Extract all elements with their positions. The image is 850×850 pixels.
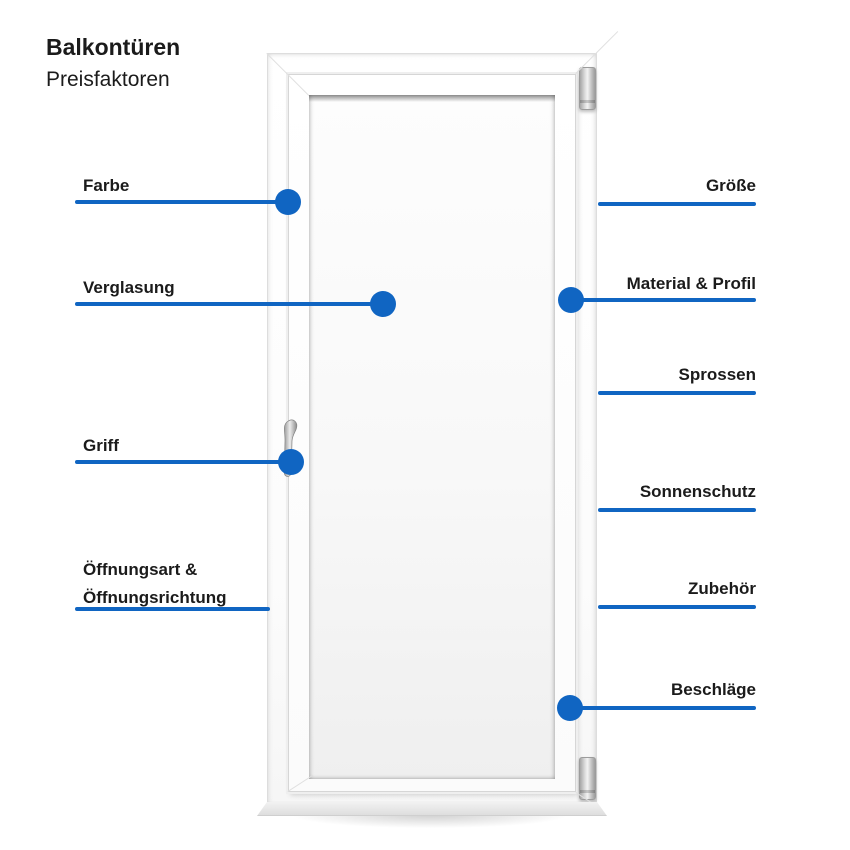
callout-label-line2: Öffnungsrichtung [83,588,227,607]
door-glass-pane [309,95,555,779]
door-sill [257,802,607,816]
callout-dot-beschlaege [557,695,583,721]
door-hinge-bottom [579,757,596,800]
callout-label-material-profil: Material & Profil [626,274,756,293]
title-block: Balkontüren Preisfaktoren [46,33,180,93]
callout-dot-material-profil [558,287,584,313]
page-subtitle: Preisfaktoren [46,68,170,91]
callout-dot-verglasung [370,291,396,317]
callout-line-material-profil [571,298,756,302]
callout-label-sonnenschutz: Sonnenschutz [639,482,756,501]
callout-label-verglasung: Verglasung [83,278,175,297]
page-title: Balkontüren [46,34,181,60]
callout-line-beschlaege [570,706,756,710]
callout-line-sonnenschutz [598,508,756,512]
frame-miter-line [596,31,619,53]
callout-line-farbe [75,200,288,204]
balcony-door-illustration [266,31,619,810]
callout-line-groesse [598,202,756,206]
door-sash-frame [288,74,576,792]
callout-label-beschlaege: Beschläge [670,680,756,699]
callout-line-verglasung [75,302,383,306]
callout-label-griff: Griff [83,436,119,455]
door-hinge-top [579,67,596,110]
callout-label-line1: Öffnungsart & [83,560,198,579]
callout-dot-griff [278,449,304,475]
callout-label-sprossen: Sprossen [678,365,756,384]
callout-line-zubehoer [598,605,756,609]
callout-line-oeffnungsart [75,607,270,611]
callout-dot-farbe [275,189,301,215]
callout-line-griff [75,460,291,464]
callout-line-sprossen [598,391,756,395]
callout-label-groesse: Größe [705,176,756,195]
callout-label-zubehoer: Zubehör [688,579,756,598]
callout-label-farbe: Farbe [83,176,130,195]
callout-label-oeffnungsart: Öffnungsart & Öffnungsrichtung [83,556,227,612]
